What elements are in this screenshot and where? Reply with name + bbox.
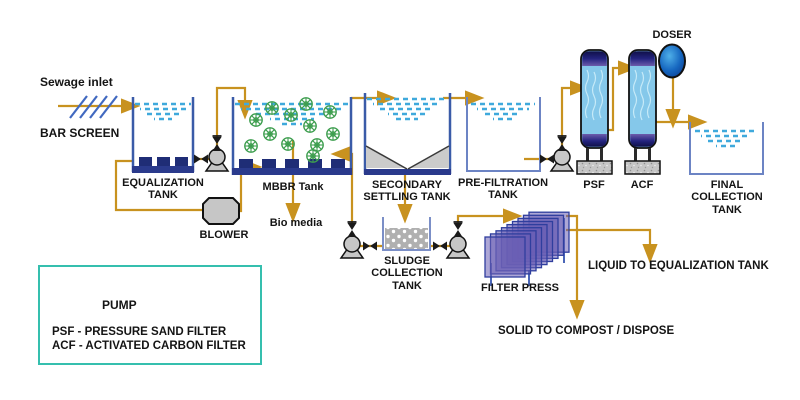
legend-psf-definition: PSF - PRESSURE SAND FILTER — [52, 326, 227, 338]
psf-column — [576, 49, 613, 175]
final-collection-tank-label: FINAL COLLECTION TANK — [691, 179, 763, 216]
valve-icon — [346, 221, 358, 238]
bio-media-label: Bio media — [269, 217, 323, 229]
bar-screen-label: BAR SCREEN — [40, 126, 120, 140]
acf-column — [624, 49, 661, 175]
pipe-eq-to-blower — [114, 159, 206, 212]
pump-icon — [340, 235, 364, 259]
sludge-feed-pump — [433, 221, 470, 259]
blower-icon — [202, 197, 240, 225]
liquid-out-label: LIQUID TO EQUALIZATION TANK — [588, 260, 769, 272]
pre-filtration-tank-label: PRE-FILTRATION TANK — [457, 177, 549, 202]
transfer-pump-1 — [194, 135, 229, 172]
valve-icon — [433, 241, 447, 251]
pump-icon — [205, 148, 229, 172]
valve-icon — [363, 241, 377, 251]
valve-icon — [211, 135, 223, 152]
pipe-filterpress-solid-out — [566, 214, 585, 320]
filter-press-label: FILTER PRESS — [480, 282, 560, 294]
sludge-return-pump — [340, 221, 377, 259]
bar-screen-icon — [69, 95, 118, 119]
sludge-collection-tank — [382, 217, 431, 251]
valve-icon — [540, 154, 554, 164]
pipe-psf-to-acf — [605, 60, 638, 132]
pipe-filterpress-liquid-out — [566, 228, 658, 264]
valve-icon — [556, 135, 568, 152]
solid-out-label: SOLID TO COMPOST / DISPOSE — [498, 325, 675, 337]
acf-label: ACF — [630, 179, 654, 191]
water-surface — [471, 102, 535, 121]
mbbr-tank — [231, 97, 353, 175]
pre-filtration-tank — [466, 97, 541, 172]
sludge-collection-tank-label: SLUDGE COLLECTION TANK — [371, 255, 443, 292]
pipe-pump-to-psf — [560, 80, 590, 150]
pipe-pump-to-filterpress — [456, 208, 523, 224]
transfer-pump-2 — [540, 135, 574, 172]
blower-label: BLOWER — [199, 229, 249, 241]
sewage-inlet-label: Sewage inlet — [40, 75, 113, 89]
final-collection-tank — [689, 122, 764, 175]
secondary-settling-tank — [363, 93, 452, 175]
doser-icon — [658, 43, 686, 79]
legend-box — [38, 265, 262, 365]
legend-acf-definition: ACF - ACTIVATED CARBON FILTER — [52, 340, 246, 352]
doser-label: DOSER — [652, 29, 692, 41]
secondary-settling-tank-label: SECONDARY SETTLING TANK — [363, 179, 451, 204]
psf-label: PSF — [583, 179, 605, 191]
pipe-pump-to-mbbr — [215, 86, 253, 150]
valve-icon — [194, 154, 208, 164]
equalization-tank-label: EQUALIZATION TANK — [122, 177, 204, 202]
filter-press-icon — [484, 211, 570, 286]
equalization-tank — [131, 97, 195, 173]
water-surface — [135, 102, 191, 121]
water-surface — [367, 97, 447, 121]
water-surface — [695, 129, 757, 148]
mbbr-tank-label: MBBR Tank — [262, 181, 324, 193]
legend-pump-label: PUMP — [102, 298, 137, 312]
pump-icon — [550, 148, 574, 172]
valve-icon — [452, 221, 464, 238]
settling-hopper — [365, 145, 450, 170]
